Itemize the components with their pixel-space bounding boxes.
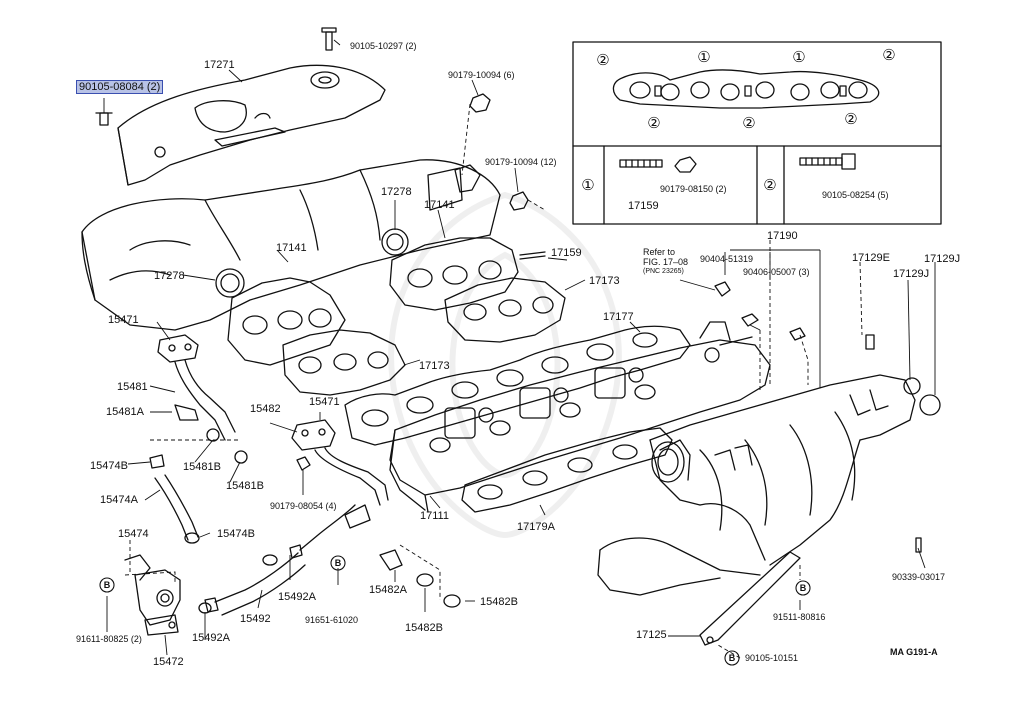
svg-text:B: B	[104, 580, 111, 590]
inset-marker-2: ②	[647, 115, 660, 132]
inset-marker-2: ②	[742, 115, 755, 132]
part-label-15492A-upper[interactable]: 15492A	[278, 591, 316, 603]
part-label-90105-10151[interactable]: 90105-10151	[745, 653, 799, 663]
water-pipe-center-drawing	[198, 419, 461, 616]
part-label-15481[interactable]: 15481	[117, 381, 148, 393]
part-label-17159[interactable]: 17159	[551, 247, 582, 259]
bond-symbols	[99, 555, 811, 666]
leader-lines	[103, 39, 936, 659]
inset-label-bolt[interactable]: 90105-08254 (5)	[822, 190, 889, 200]
part-label-15474A[interactable]: 15474A	[100, 494, 138, 506]
part-label-90406-05007[interactable]: 90406-05007 (3)	[743, 267, 810, 277]
refer-note-line2[interactable]: FIG. 17–08	[643, 257, 689, 267]
part-label-15471-left[interactable]: 15471	[108, 314, 139, 326]
part-label-15474B-upper[interactable]: 15474B	[90, 460, 128, 472]
part-label-15474B-lower[interactable]: 15474B	[217, 528, 255, 540]
part-label-15492[interactable]: 15492	[240, 613, 271, 625]
part-label-90105-10297[interactable]: 90105-10297 (2)	[350, 41, 417, 51]
svg-text:B: B	[335, 558, 342, 568]
engine-block-drawing	[81, 159, 501, 331]
exhaust-gasket-left-drawing	[282, 329, 406, 396]
refer-note-line3[interactable]: (PNC 23265)	[643, 268, 684, 275]
svg-text:B: B	[800, 583, 807, 593]
inset-marker-2: ②	[596, 52, 609, 69]
water-pipe-left-drawing	[124, 334, 248, 636]
part-label-17141-left[interactable]: 17141	[276, 242, 307, 254]
svg-text:B: B	[729, 653, 736, 663]
part-label-91611-80825[interactable]: 91611-80825 (2)	[76, 634, 142, 644]
part-label-15482B-lower[interactable]: 15482B	[405, 622, 443, 634]
part-label-91651-61020[interactable]: 91651-61020	[305, 615, 359, 625]
part-label-90105-08084[interactable]: 90105-08084 (2)	[76, 80, 164, 94]
part-label-15474[interactable]: 15474	[118, 528, 149, 540]
inset-row-marker-1: ①	[581, 177, 594, 194]
refer-note-line1[interactable]: Refer to	[643, 247, 676, 257]
inset-label-nut[interactable]: 90179-08150 (2)	[660, 184, 727, 194]
inset-marker-2: ②	[882, 47, 895, 64]
exhaust-manifold-left-drawing	[215, 268, 346, 366]
inset-marker-1: ①	[792, 49, 805, 66]
inset-row-marker-2: ②	[763, 177, 776, 194]
part-label-15482A[interactable]: 15482A	[369, 584, 407, 596]
part-label-91511-80816[interactable]: 91511-80816	[773, 612, 826, 622]
inset-box-drawing	[572, 41, 942, 225]
part-label-15481B-upper[interactable]: 15481B	[183, 461, 221, 473]
inset-marker-1: ①	[697, 49, 710, 66]
part-label-90339-03017[interactable]: 90339-03017	[892, 572, 946, 582]
part-label-17173-right[interactable]: 17173	[589, 275, 620, 287]
part-label-17278-right[interactable]: 17278	[381, 186, 412, 198]
part-label-90179-10094-6[interactable]: 90179-10094 (6)	[448, 70, 515, 80]
part-label-17179A[interactable]: 17179A	[517, 521, 555, 533]
bond-symbol-letters: B B B B	[104, 558, 807, 663]
part-label-90179-10094-12[interactable]: 90179-10094 (12)	[485, 157, 557, 167]
part-label-17177[interactable]: 17177	[603, 311, 634, 323]
inset-circle-markers: ② ① ① ② ② ② ② ① ②	[581, 47, 895, 194]
part-label-15481A[interactable]: 15481A	[106, 406, 144, 418]
part-label-17129J-left[interactable]: 17129J	[893, 268, 930, 280]
part-label-17173-left[interactable]: 17173	[419, 360, 450, 372]
inset-label-stud[interactable]: 17159	[628, 200, 659, 212]
part-label-15471-center[interactable]: 15471	[309, 396, 340, 408]
part-label-17271[interactable]: 17271	[204, 59, 235, 71]
exhaust-gasket-right-drawing	[444, 277, 566, 343]
intake-manifold-17111-drawing	[389, 321, 771, 513]
part-label-17111[interactable]: 17111	[420, 510, 449, 522]
gasket-17179a-drawing	[461, 427, 673, 513]
part-label-17190[interactable]: 17190	[767, 230, 798, 242]
diagram-code: MA G191-A	[890, 647, 938, 657]
part-label-17125[interactable]: 17125	[636, 629, 667, 641]
part-label-15492A-lower[interactable]: 15492A	[192, 632, 230, 644]
part-label-15481B-lower[interactable]: 15481B	[226, 480, 264, 492]
engine-cover-drawing	[117, 64, 386, 186]
part-label-17141-right[interactable]: 17141	[424, 199, 455, 211]
part-label-15482B-right[interactable]: 15482B	[480, 596, 518, 608]
inset-marker-2: ②	[844, 111, 857, 128]
intake-gasket-17177-drawing	[344, 325, 691, 446]
part-label-90179-08054[interactable]: 90179-08054 (4)	[270, 501, 337, 511]
stay-bracket-17125-drawing	[699, 551, 801, 646]
part-label-17129J-right[interactable]: 17129J	[924, 253, 961, 265]
part-label-15472[interactable]: 15472	[153, 656, 184, 668]
part-label-15482[interactable]: 15482	[250, 403, 281, 415]
intake-plenum-17190-drawing	[597, 374, 941, 596]
part-label-17129E[interactable]: 17129E	[852, 252, 890, 264]
part-label-17278-left[interactable]: 17278	[154, 270, 185, 282]
part-label-90404-51319[interactable]: 90404-51319	[700, 254, 754, 264]
